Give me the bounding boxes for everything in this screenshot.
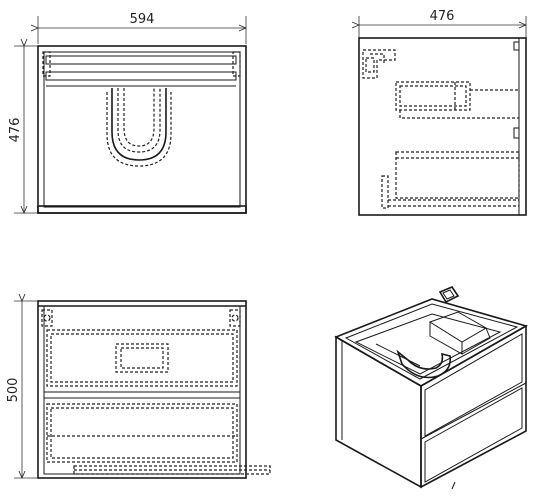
side-drawer-hidden: [381, 151, 520, 209]
front-top-hardware: [41, 309, 241, 327]
side-wall-bracket: [362, 49, 396, 79]
top-width-dimension: 594: [38, 12, 246, 44]
front-height-dimension: 500: [6, 301, 40, 478]
top-depth-label: 476: [8, 118, 23, 143]
front-upper-drawer: [44, 329, 240, 393]
top-cabinet-outline: [37, 45, 247, 214]
perspective-lower-drawer: [424, 387, 523, 483]
perspective-inner-basin: [354, 311, 502, 379]
side-basin-hidden: [395, 41, 520, 139]
side-view: 476: [358, 9, 527, 216]
perspective-siphon-cutout: [396, 349, 452, 379]
perspective-wall-bracket: [438, 286, 460, 304]
front-bottom-rail: [73, 465, 271, 475]
front-siphon-cutout: [115, 343, 169, 373]
front-lower-drawer: [44, 397, 240, 463]
perspective-upper-drawer: [424, 333, 523, 437]
side-depth-label: 476: [430, 9, 455, 24]
top-siphon-cutout: [106, 88, 172, 167]
side-cabinet-outline: [358, 37, 527, 216]
front-view: 500: [6, 300, 271, 479]
top-width-label: 594: [130, 12, 155, 27]
front-cabinet-outline: [37, 300, 247, 479]
perspective-front-face: [420, 324, 527, 489]
top-view: 594 476: [8, 12, 246, 213]
front-height-label: 500: [6, 378, 21, 403]
top-depth-dimension: 476: [8, 46, 44, 213]
perspective-view: [334, 286, 529, 490]
side-depth-dimension: 476: [359, 9, 526, 38]
